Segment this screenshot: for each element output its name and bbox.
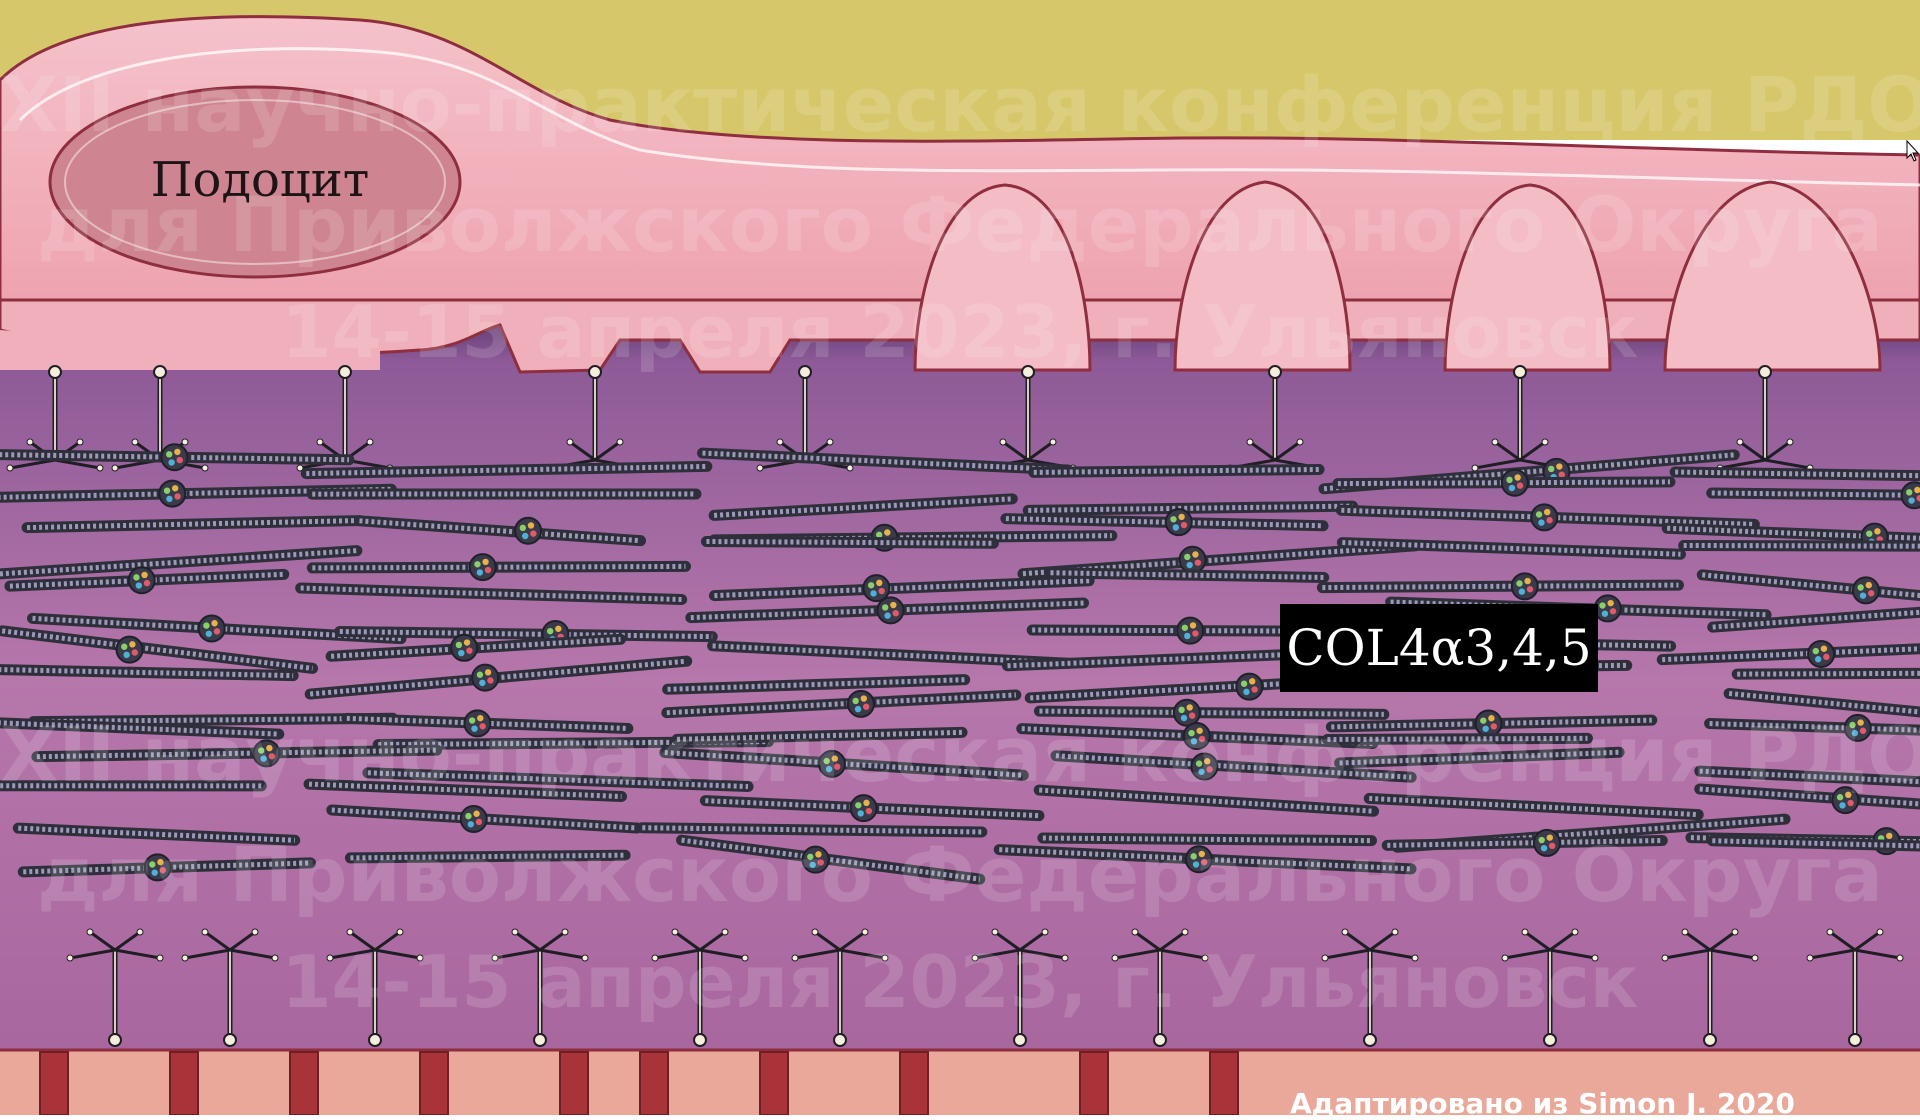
collagen-node: [848, 691, 874, 717]
collagen-node: [1184, 723, 1210, 749]
collagen-node: [877, 597, 903, 623]
collagen-node: [1534, 830, 1560, 856]
collagen-node: [1595, 595, 1621, 621]
collagen-node: [199, 616, 225, 642]
endothelial-junction: [170, 1052, 198, 1115]
collagen-node: [472, 665, 498, 691]
endothelial-junction: [560, 1052, 588, 1115]
collagen-node: [1832, 787, 1858, 813]
collagen-node: [1808, 641, 1834, 667]
collagen-fiber: [706, 541, 993, 543]
endothelial-junction: [40, 1052, 68, 1115]
collagen-node: [253, 740, 279, 766]
collagen-fiber: [350, 855, 625, 858]
collagen-node: [851, 795, 877, 821]
collagen-fiber: [1028, 506, 1352, 510]
collagen-fiber: [1050, 573, 1323, 578]
endothelial-junction: [640, 1052, 668, 1115]
collagen-fiber: [1039, 711, 1383, 714]
collagen-fiber: [1387, 841, 1662, 846]
collagen-node: [129, 567, 155, 593]
collagen-label: COL4α3,4,5: [1280, 604, 1598, 692]
collagen-fiber: [0, 669, 293, 676]
collagen-fiber: [1712, 841, 1920, 848]
podocyte-label: Подоцит: [140, 152, 380, 208]
collagen-fiber: [1006, 519, 1323, 526]
collagen-fiber: [1737, 673, 1920, 674]
collagen-fiber: [1327, 738, 1587, 739]
collagen-fiber: [1043, 838, 1372, 841]
collagen-node: [1180, 547, 1206, 573]
collagen-node: [470, 554, 496, 580]
collagen-node: [1512, 573, 1538, 599]
collagen-node: [145, 854, 171, 880]
collagen-fiber: [340, 631, 712, 636]
endothelial-junction: [760, 1052, 788, 1115]
collagen-fiber: [1684, 545, 1920, 546]
endothelial-junction: [1080, 1052, 1108, 1115]
collagen-node: [1901, 482, 1920, 508]
collagen-fiber: [642, 828, 982, 832]
collagen-node: [819, 751, 845, 777]
collagen-fiber: [1034, 469, 1319, 472]
endothelial-junction: [290, 1052, 318, 1115]
collagen-node: [803, 847, 829, 873]
collagen-node: [1476, 711, 1502, 737]
collagen-node: [1845, 715, 1871, 741]
collagen-node: [1531, 504, 1557, 530]
collagen-node: [1166, 509, 1192, 535]
collagen-node: [515, 518, 541, 544]
collagen-fiber: [1712, 493, 1920, 498]
collagen-node: [1186, 846, 1212, 872]
collagen-node: [1174, 700, 1200, 726]
collagen-fiber: [27, 521, 359, 528]
collagen-fiber: [312, 566, 685, 567]
collagen-fiber: [1675, 472, 1920, 477]
collagen-node: [1177, 618, 1203, 644]
collagen-fiber: [677, 732, 962, 739]
collagen-node: [1502, 470, 1528, 496]
collagen-node: [464, 710, 490, 736]
mouse-cursor-icon: [1906, 140, 1920, 162]
collagen-node: [159, 481, 185, 507]
collagen-node: [1236, 674, 1262, 700]
collagen-node: [1853, 577, 1879, 603]
collagen-node: [451, 635, 477, 661]
collagen-node: [161, 444, 187, 470]
endothelial-junction: [900, 1052, 928, 1115]
collagen-fiber: [306, 466, 707, 473]
endothelial-junction: [420, 1052, 448, 1115]
collagen-fiber: [1322, 585, 1678, 587]
source-credit: Адаптировано из Simon J. 2020: [1290, 1087, 1830, 1120]
endothelial-junction: [1210, 1052, 1238, 1115]
collagen-node: [1191, 753, 1217, 779]
collagen-node: [117, 637, 143, 663]
collagen-node: [461, 806, 487, 832]
collagen-fiber: [37, 750, 437, 757]
